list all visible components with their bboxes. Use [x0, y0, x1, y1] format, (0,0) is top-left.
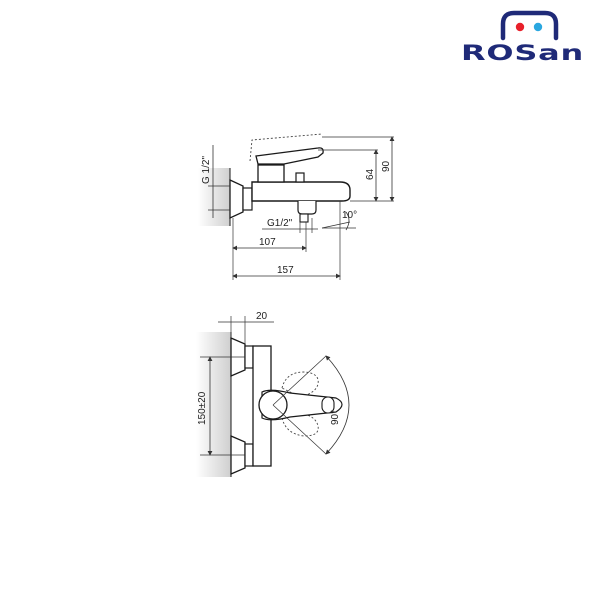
dim-107-label: 107	[259, 237, 276, 248]
angle90-upper-line	[272, 355, 327, 406]
outlet-thread-label: G1/2"	[267, 218, 293, 229]
top-view: 20 150±20 90°	[196, 311, 350, 477]
eccentric-nut	[242, 187, 253, 211]
angle-arc	[345, 211, 350, 231]
shower-connector	[299, 213, 309, 223]
dim-20-label: 20	[256, 311, 268, 322]
logo-blue-dot-icon	[533, 22, 543, 32]
brand-logo: ROSan	[461, 10, 584, 65]
spout-outlet	[297, 201, 317, 215]
upper-nut	[244, 345, 254, 369]
handle	[255, 147, 324, 165]
dim-90-label: 90	[381, 160, 392, 172]
side-view: G 1/2" 64 90 G1/2" 10° 107 157	[198, 133, 395, 280]
angle90-lower-line	[272, 404, 327, 455]
angle-90-label: 90°	[330, 410, 341, 425]
cartridge-housing	[257, 164, 285, 183]
logo-red-dot-icon	[515, 22, 525, 32]
diverter-knob	[295, 172, 305, 183]
flange	[229, 178, 244, 220]
wall-shade-top	[196, 332, 231, 477]
mixer-body	[251, 181, 351, 202]
dim-150-label: 150±20	[197, 391, 208, 425]
dim-157-label: 157	[277, 265, 294, 276]
angle-10-label: 10°	[342, 210, 357, 221]
inlet-thread-label: G 1/2"	[201, 156, 212, 184]
angle90-arc	[325, 355, 350, 455]
angle-tilt-line	[321, 221, 351, 229]
logo-arch-icon	[500, 10, 559, 41]
brand-name: ROSan	[461, 41, 584, 65]
dim-64-label: 64	[365, 168, 376, 180]
lower-nut	[244, 443, 254, 467]
handle-raised-outline	[249, 133, 323, 162]
wall-shade	[198, 168, 230, 226]
